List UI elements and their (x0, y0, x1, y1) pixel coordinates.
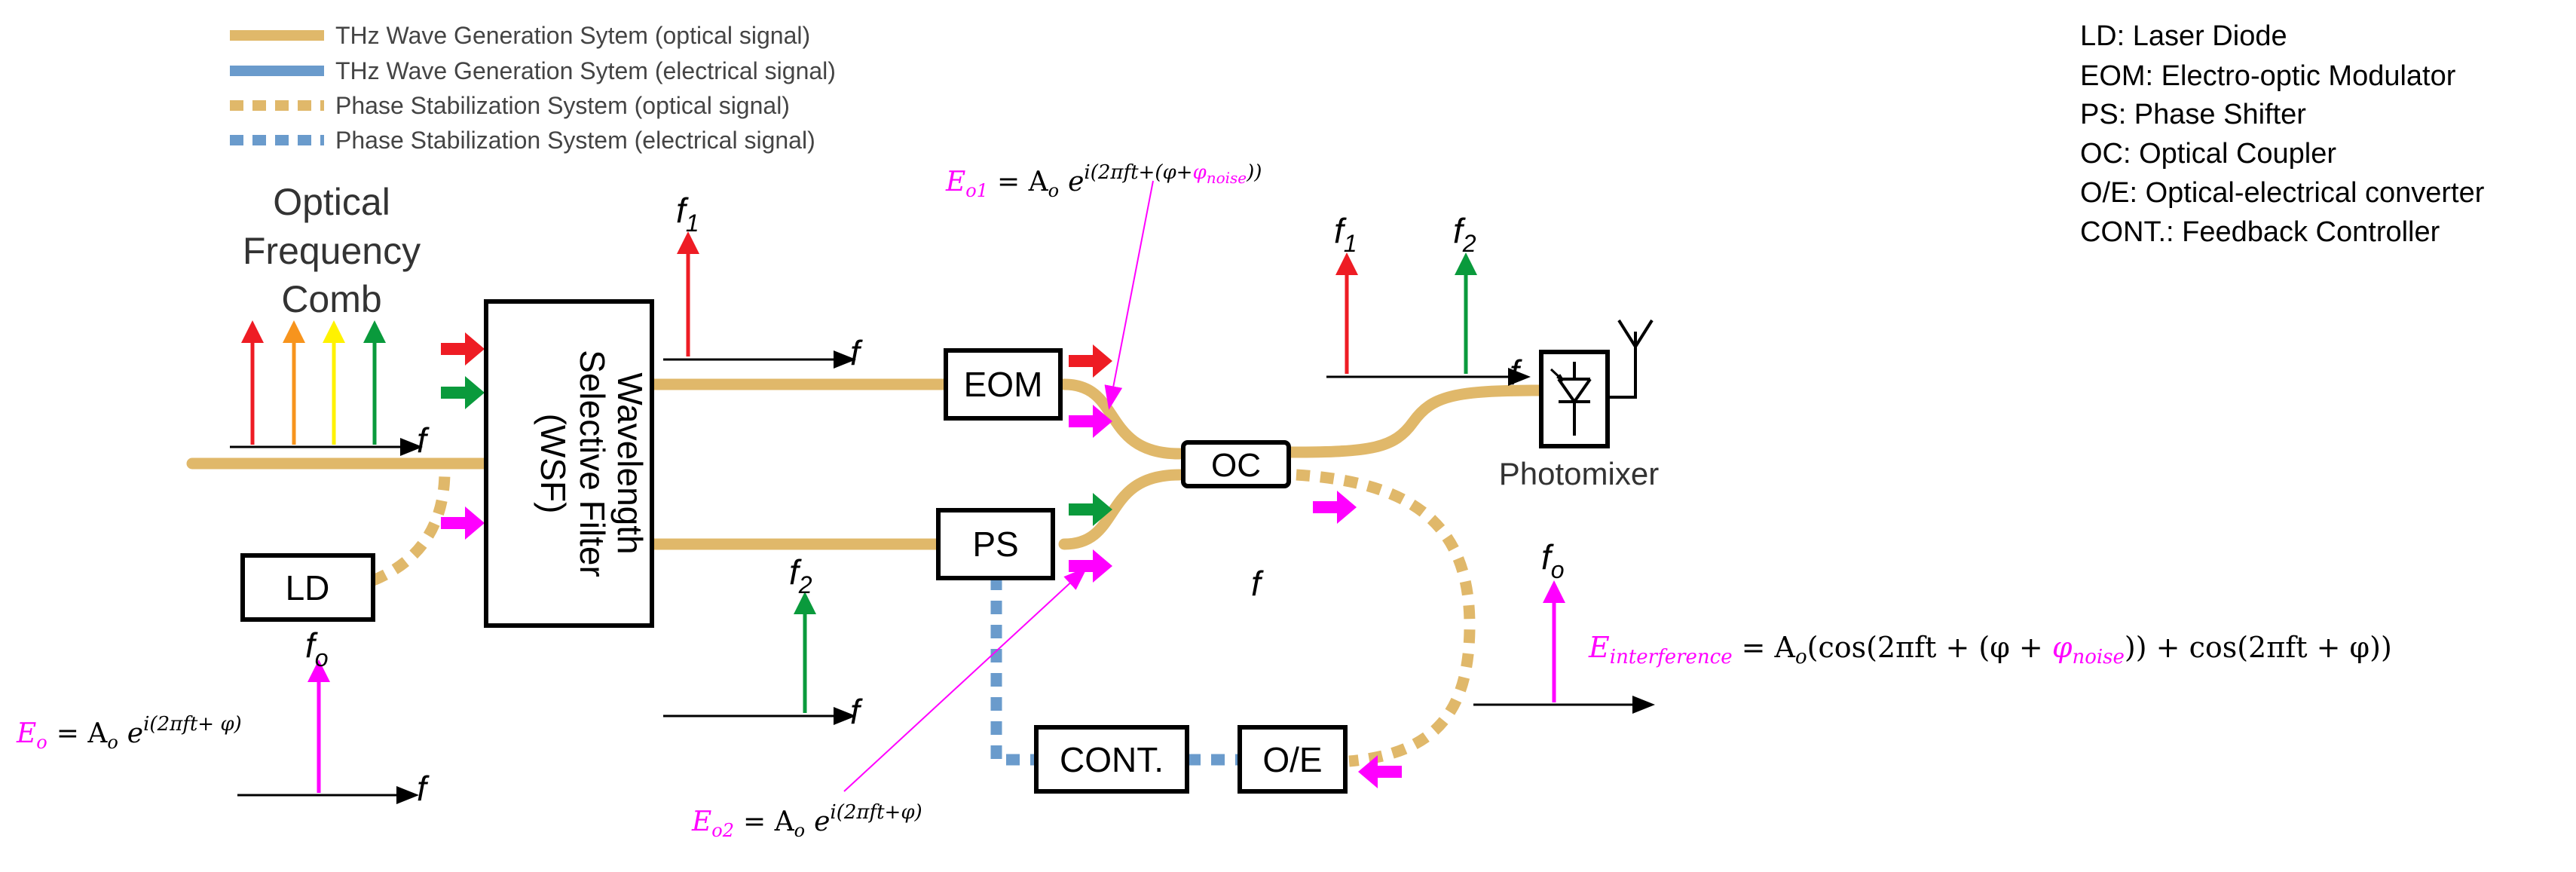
red-signal-arrow (441, 332, 485, 366)
abbreviation-item: EOM: Electro-optic Modulator (2080, 60, 2456, 92)
eo2-pointer (843, 567, 1088, 792)
abbreviation-item: CONT.: Feedback Controller (2080, 216, 2440, 248)
f2-label: f2 (1453, 211, 1476, 257)
f-axis-label: f (417, 421, 430, 460)
f0-label: fo (1541, 537, 1565, 583)
comb-title: Frequency (243, 230, 421, 272)
magenta-signal-arrow (1069, 405, 1112, 438)
green-signal-arrow (441, 376, 485, 409)
eom-block (944, 348, 1063, 421)
eo1-pointer (1104, 180, 1154, 410)
f1-label: f1 (1334, 211, 1357, 257)
interference-spectrum (1473, 580, 1655, 714)
f-axis-label: f (850, 333, 863, 372)
legend-label: Phase Stabilization System (optical sign… (335, 92, 790, 119)
cont-label: CONT. (1060, 740, 1164, 779)
cont-block (1034, 725, 1189, 794)
legend: THz Wave Generation Sytem (optical signa… (230, 22, 836, 154)
comb-spectrum (230, 320, 423, 456)
red-signal-arrow (1069, 344, 1112, 378)
oe-block (1238, 725, 1348, 794)
ps-label: PS (972, 525, 1018, 564)
f2-spectrum (663, 592, 856, 725)
mixer-spectrum (1326, 252, 1531, 386)
f0-spectrum (237, 659, 419, 804)
f-axis-label: f (850, 692, 863, 731)
f1-label: f1 (676, 191, 699, 237)
magenta-signal-arrow (1069, 549, 1112, 583)
abbreviation-item: LD: Laser Diode (2080, 20, 2287, 52)
optical-paths (186, 378, 1547, 550)
antenna-icon (1608, 319, 1654, 399)
green-signal-arrow (1069, 493, 1112, 526)
f-axis-label: f (1510, 353, 1522, 392)
ld-dotted-path (371, 470, 451, 586)
magenta-signal-arrow (1313, 491, 1357, 524)
wsf-label: Wavelength (610, 372, 650, 554)
feedback-optical-path (1296, 469, 1476, 767)
abbreviation-item: O/E: Optical-electrical converter (2080, 177, 2485, 209)
comb-title: Optical (273, 181, 390, 223)
abbreviation-item: OC: Optical Coupler (2080, 138, 2336, 170)
f-axis-label: f (417, 769, 430, 808)
comb-title: Comb (281, 278, 381, 320)
abbreviation-list: LD: Laser Diode EOM: Electro-optic Modul… (2080, 20, 2485, 248)
ld-label: LD (286, 568, 330, 607)
f-label-loose: f (1251, 564, 1264, 603)
photomixer-label: Photomixer (1499, 456, 1659, 491)
oc-label: OC (1211, 447, 1261, 484)
wsf-label: (WSF) (534, 414, 573, 514)
interference-equation: Einterference= Ao(cos(2πft + (φ + φnoise… (1588, 631, 2392, 669)
wsf-label: Selective Filter (573, 350, 612, 577)
photodiode-icon (1550, 362, 1592, 436)
legend-label: THz Wave Generation Sytem (electrical si… (335, 57, 836, 84)
f1-spectrum (663, 231, 856, 369)
abbreviation-item: PS: Phase Shifter (2080, 99, 2306, 130)
legend-label: THz Wave Generation Sytem (optical signa… (335, 22, 810, 49)
magenta-signal-arrow (441, 506, 485, 540)
feedback-electrical-path (990, 577, 1036, 766)
eom-label: EOM (964, 365, 1043, 404)
ld-block (240, 553, 375, 622)
ps-block (936, 508, 1055, 580)
f0-label: fo (305, 626, 329, 672)
legend-label: Phase Stabilization System (electrical s… (335, 127, 815, 154)
oc-block (1181, 440, 1291, 488)
signal-indicator-arrows (441, 332, 1402, 788)
wsf-block (484, 299, 654, 628)
magenta-signal-arrow-left (1358, 755, 1402, 788)
oe-label: O/E (1262, 740, 1322, 779)
f2-label: f2 (789, 552, 812, 598)
